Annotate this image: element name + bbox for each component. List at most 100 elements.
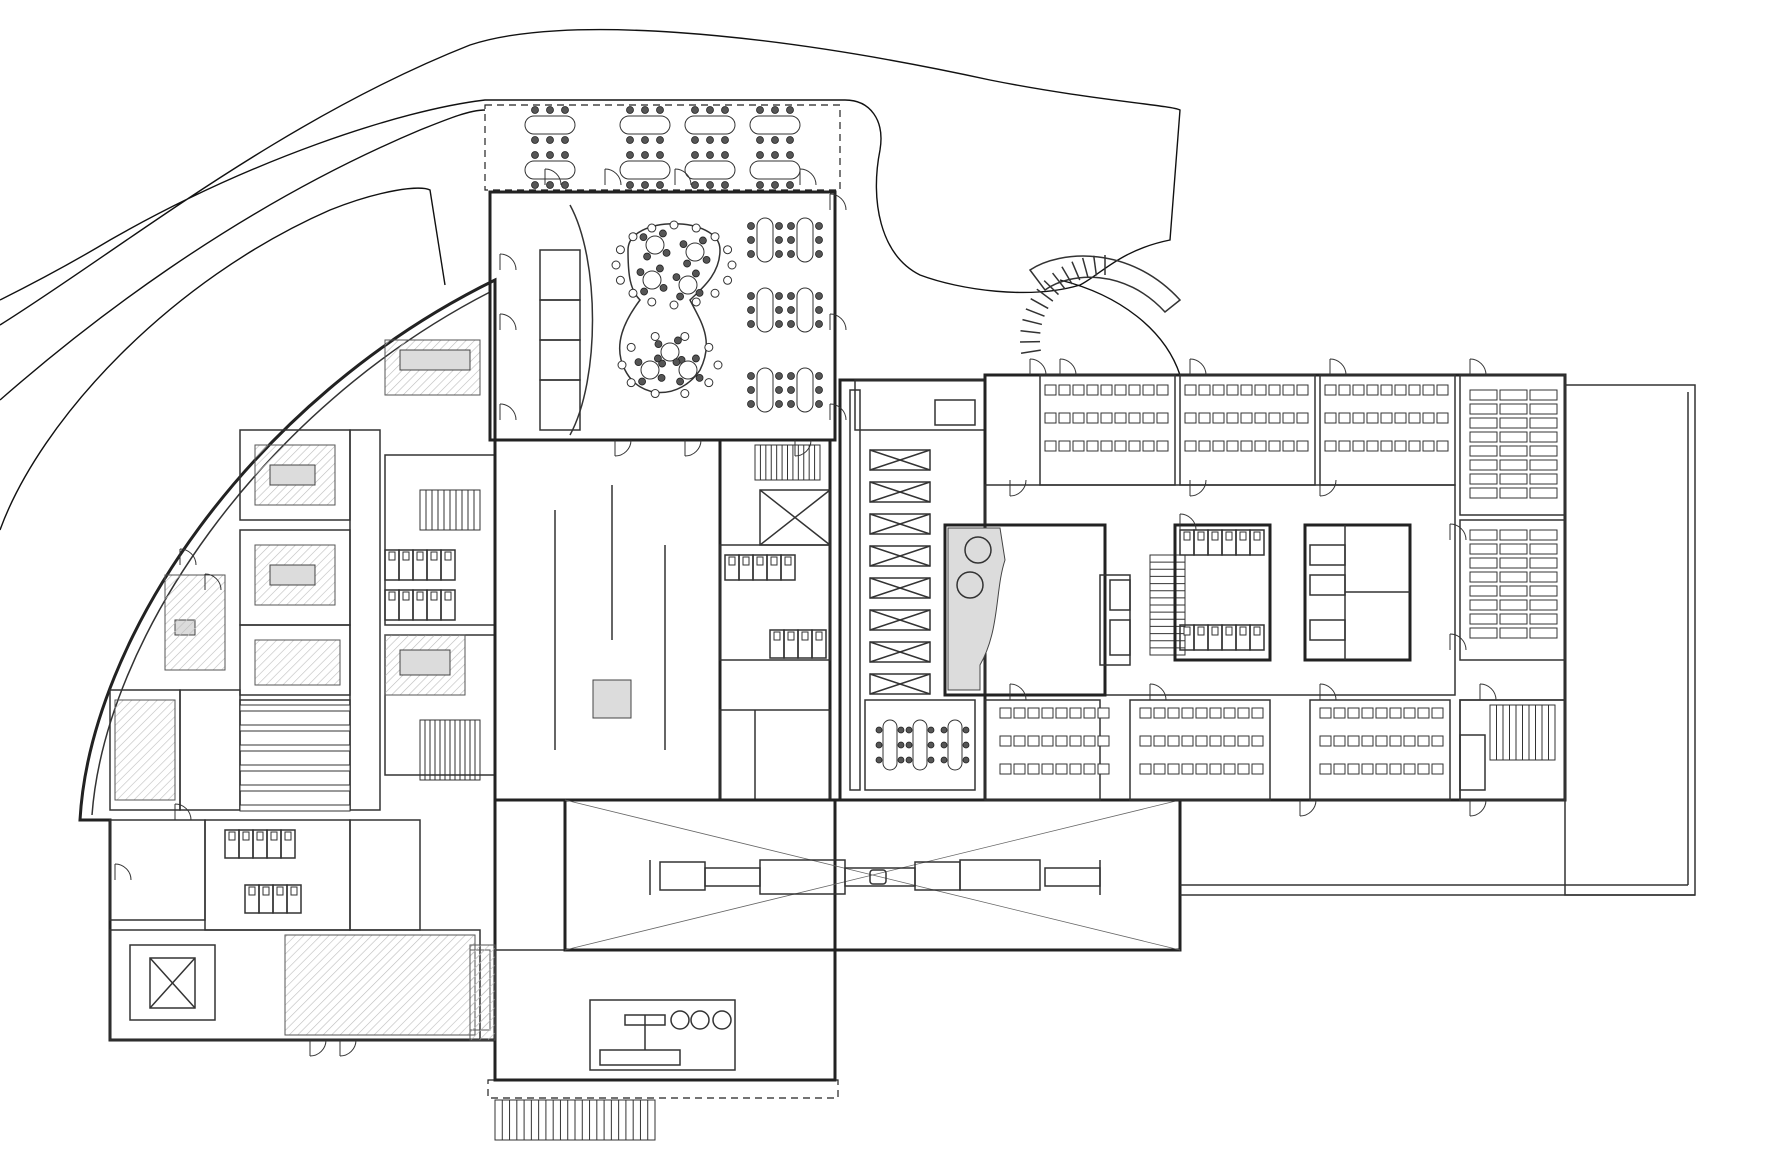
classroom-desk xyxy=(1139,735,1152,747)
wc-toilet xyxy=(402,551,410,561)
door-swing xyxy=(499,403,517,421)
classroom-desk xyxy=(1083,735,1096,747)
classroom-desk xyxy=(1139,707,1152,719)
door-swing xyxy=(1319,479,1337,497)
wc-toilet xyxy=(276,886,284,896)
door-swing xyxy=(614,439,632,457)
round-table-chair xyxy=(639,233,648,241)
perimeter-chair xyxy=(628,288,638,298)
wc-stall xyxy=(780,554,796,581)
perimeter-chair xyxy=(727,260,737,270)
classroom-desk xyxy=(1086,384,1099,396)
lab-chair xyxy=(875,741,883,749)
classroom-desk xyxy=(1044,440,1057,452)
classroom-desk xyxy=(1167,707,1180,719)
amphitheatre-step xyxy=(1081,257,1089,278)
wc-toilet xyxy=(1211,626,1219,636)
classroom-desk xyxy=(1499,627,1528,639)
classroom-desk xyxy=(1209,707,1222,719)
classroom-desk xyxy=(1417,735,1430,747)
site-boundary-lines xyxy=(0,28,1181,531)
classroom-desk xyxy=(1198,440,1211,452)
long-table-chair xyxy=(787,400,795,408)
classroom-desk xyxy=(1268,384,1281,396)
long-table-chair xyxy=(815,236,823,244)
lab-chair xyxy=(875,726,883,734)
classroom-desk xyxy=(1469,585,1498,597)
classroom-desk xyxy=(1499,417,1528,429)
wc-toilet xyxy=(787,631,795,641)
wc-toilet xyxy=(1239,626,1247,636)
classroom-desk xyxy=(1333,735,1346,747)
classroom-desk xyxy=(1055,763,1068,775)
classroom-desk xyxy=(1254,384,1267,396)
classroom-desk xyxy=(1156,440,1169,452)
door-swing xyxy=(1319,683,1337,701)
round-table-chair xyxy=(695,374,704,382)
dining-chair xyxy=(771,106,779,114)
classroom-desk xyxy=(1153,735,1166,747)
machine-part xyxy=(1044,867,1101,887)
round-table-chair xyxy=(679,240,688,248)
dining-table xyxy=(749,115,801,135)
door-swing xyxy=(1449,523,1467,541)
long-table-chair xyxy=(775,400,783,408)
dining-table xyxy=(749,160,801,180)
dining-chair xyxy=(641,151,649,159)
workbench-brace xyxy=(869,641,931,663)
wc-toilet xyxy=(248,886,256,896)
dining-table xyxy=(619,160,671,180)
classroom-desk xyxy=(1529,585,1558,597)
classroom-desk xyxy=(1086,440,1099,452)
wc-toilet xyxy=(242,831,250,841)
door-swing xyxy=(1329,358,1347,376)
classroom-desk xyxy=(1499,459,1528,471)
classroom-desk xyxy=(1027,707,1040,719)
amphitheatre-step xyxy=(1061,266,1073,285)
classroom-desk xyxy=(1198,412,1211,424)
round-table-chair xyxy=(676,377,684,386)
classroom-desk xyxy=(1529,417,1558,429)
classroom-desk xyxy=(1352,440,1365,452)
wc-toilet xyxy=(284,831,292,841)
workshop-strip xyxy=(838,378,987,802)
classroom-desk xyxy=(1529,487,1558,499)
classroom-desk xyxy=(1375,763,1388,775)
long-table-chair xyxy=(747,222,755,230)
door-swing xyxy=(1469,799,1487,817)
classroom-desk xyxy=(1347,763,1360,775)
classroom-desk xyxy=(1529,445,1558,457)
door-swing xyxy=(1149,683,1167,701)
classroom-desk xyxy=(1139,763,1152,775)
machine-part xyxy=(914,861,961,891)
classroom-desk xyxy=(1469,417,1498,429)
workbench-brace xyxy=(869,481,931,503)
dining-chair xyxy=(771,136,779,144)
door-swing xyxy=(684,439,702,457)
lab-chair xyxy=(940,726,948,734)
wc-toilet xyxy=(1197,626,1205,636)
long-table-chair xyxy=(787,222,795,230)
classroom-desk xyxy=(1469,543,1498,555)
long-table-chair xyxy=(775,372,783,380)
locker-bench xyxy=(239,724,351,732)
workbench xyxy=(869,449,931,471)
wc-toilet xyxy=(756,556,764,566)
door-swing xyxy=(1299,799,1317,817)
classroom-desk xyxy=(1195,707,1208,719)
workbench xyxy=(869,545,931,567)
dining-chair xyxy=(546,136,554,144)
classroom-desk xyxy=(1153,763,1166,775)
classroom-desk xyxy=(1223,735,1236,747)
dining-chair xyxy=(561,151,569,159)
workbench-brace xyxy=(869,545,931,567)
classroom-desk xyxy=(1142,440,1155,452)
perimeter-chair xyxy=(650,331,660,341)
dining-chair xyxy=(691,151,699,159)
door-swing xyxy=(179,548,197,566)
amphitheatre-step xyxy=(1092,255,1098,276)
classroom-desk xyxy=(1499,613,1528,625)
long-table-chair xyxy=(787,372,795,380)
classroom-desk xyxy=(1041,707,1054,719)
classroom-desk xyxy=(1069,707,1082,719)
